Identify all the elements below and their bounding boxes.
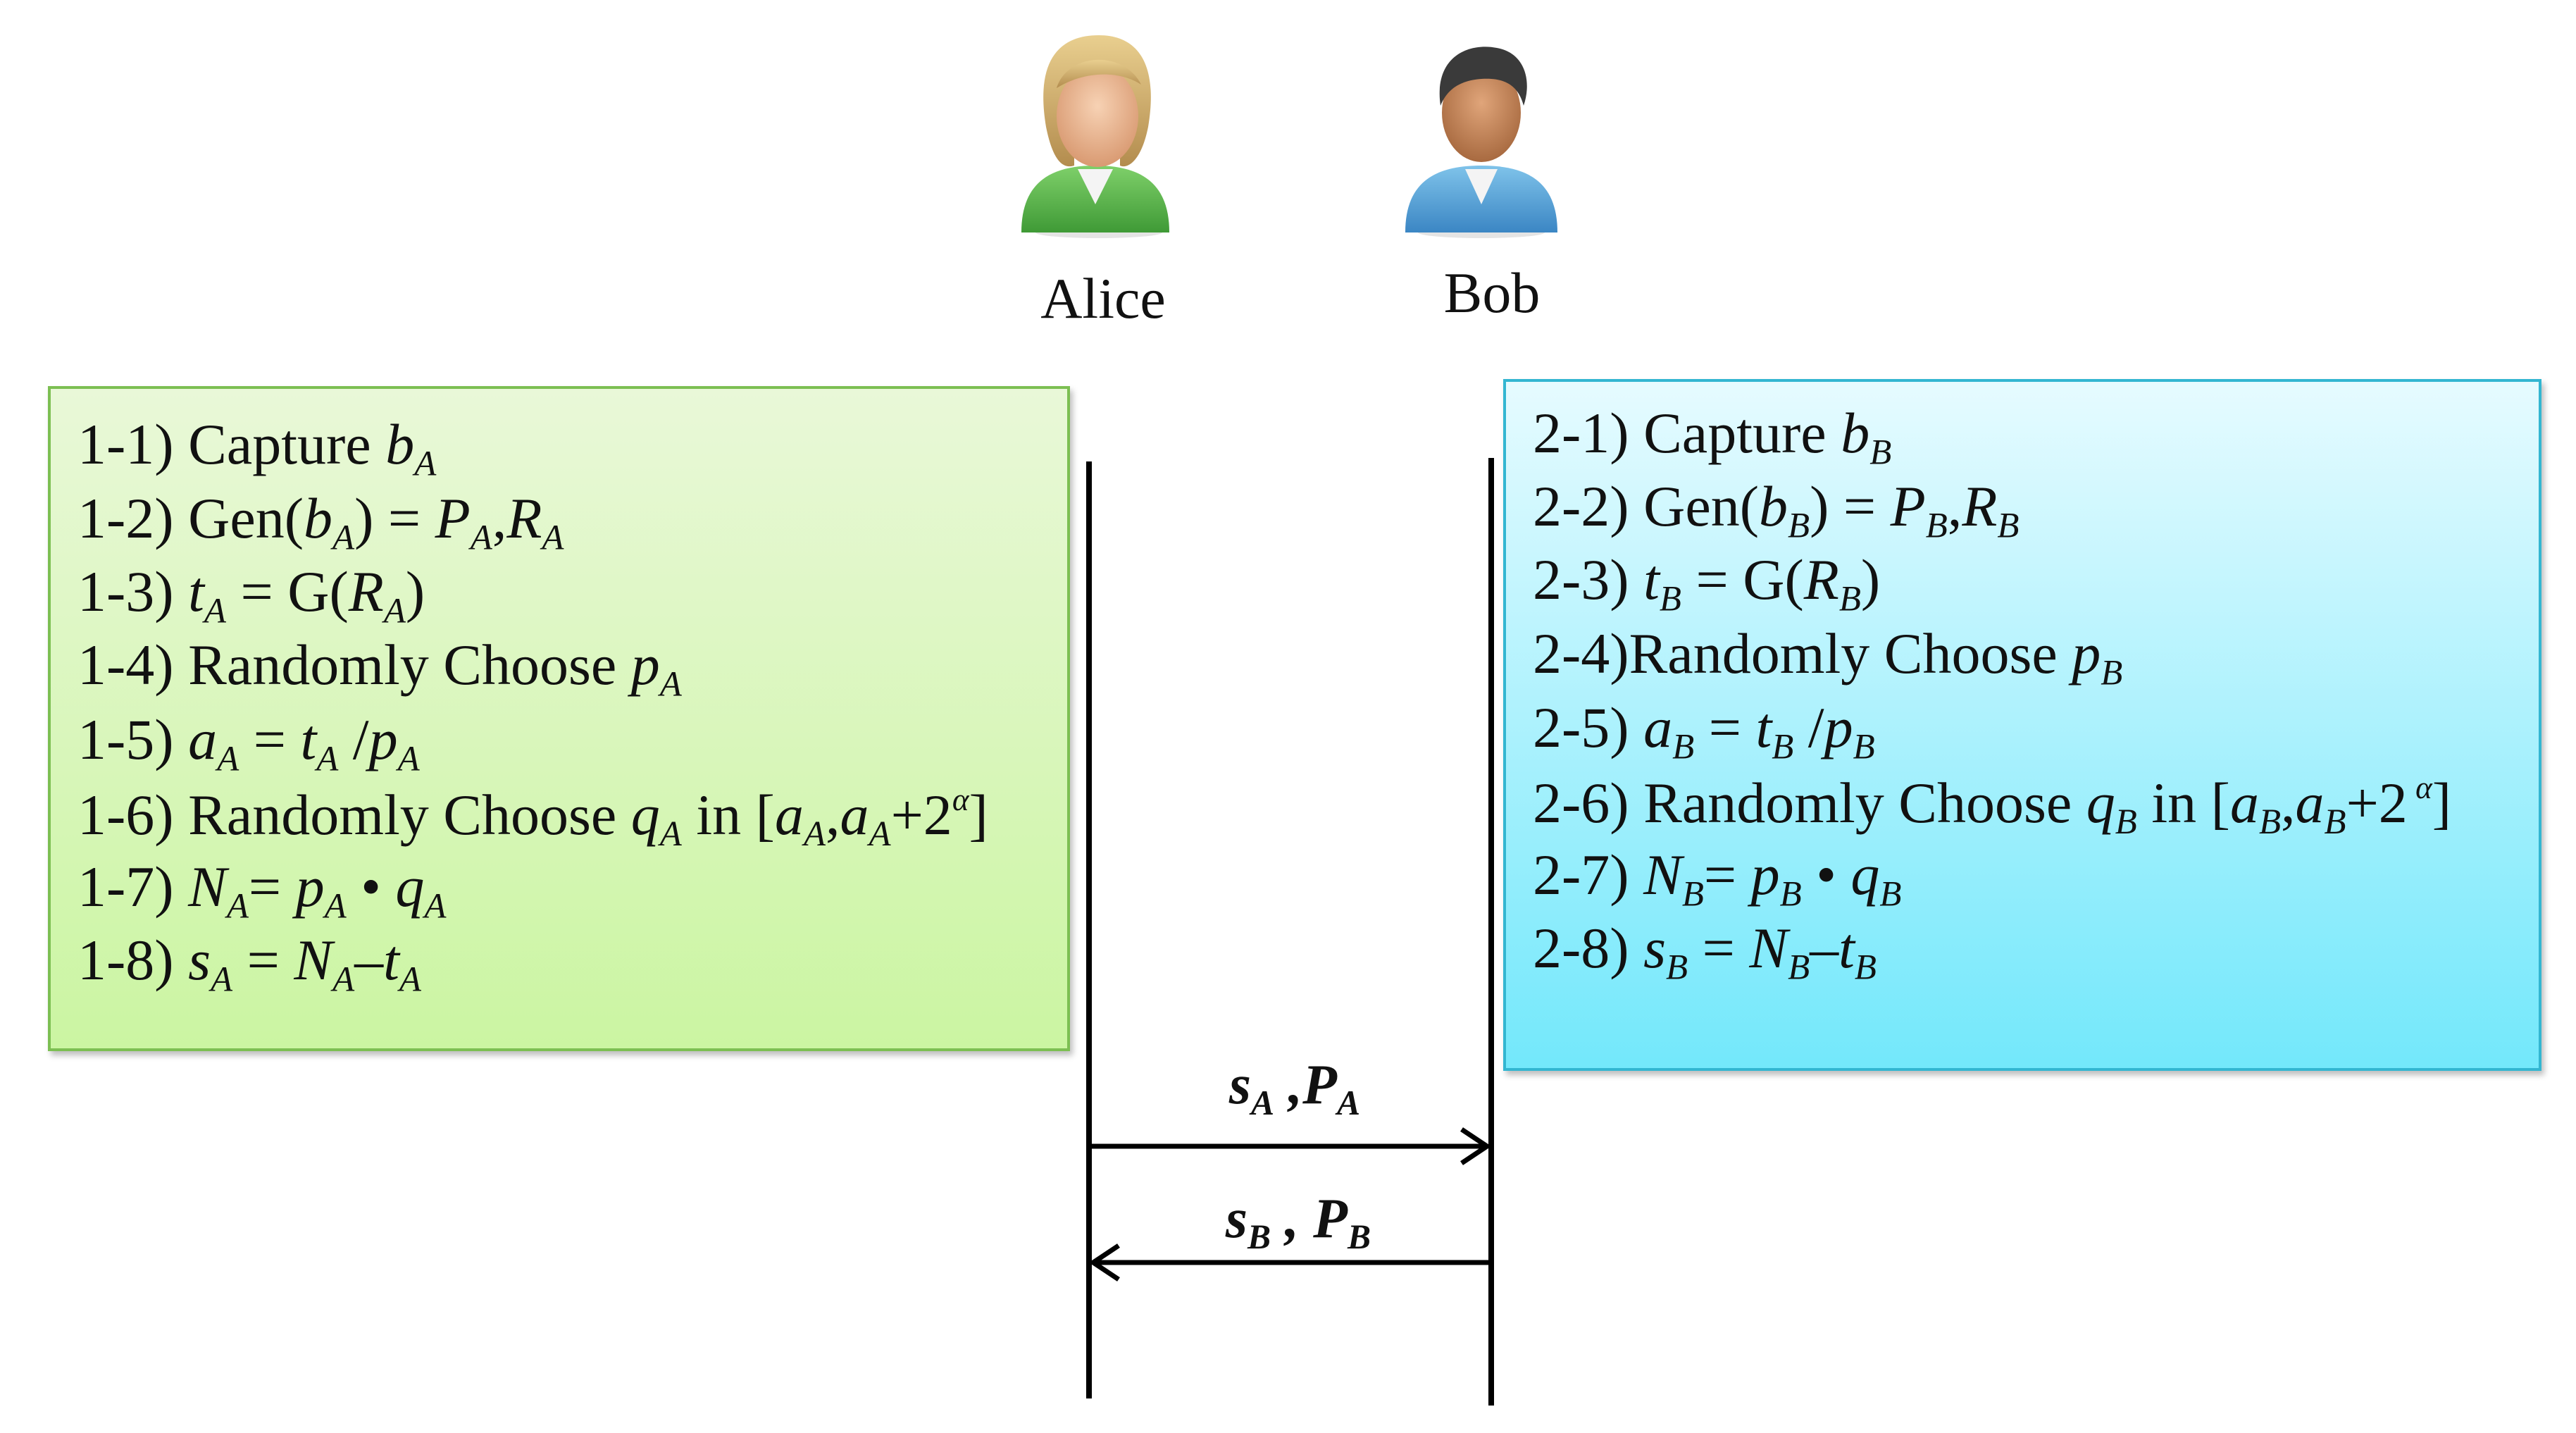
- message-to-bob-label: sA ,PA: [1228, 1054, 1361, 1122]
- arrow-to-bob: [1089, 1127, 1492, 1165]
- alice-step: 1-4) Randomly Choose pA: [77, 633, 682, 704]
- alice-steps-box: 1-1) Capture bA 1-2) Gen(bA) = PA,RA 1-3…: [48, 386, 1070, 1051]
- bob-step: 2-2) Gen(bB) = PB,RB: [1533, 474, 2020, 545]
- alice-step: 1-5) aA = tA /pA: [77, 707, 420, 778]
- message-to-alice-label: sB , PB: [1225, 1188, 1371, 1256]
- bob-step: 2-5) aB = tB /pB: [1533, 695, 1875, 767]
- bob-avatar-icon: [1391, 28, 1574, 240]
- bob-step: 2-1) Capture bB: [1533, 401, 1892, 472]
- bob-step: 2-7) NB= pB • qB: [1533, 843, 1902, 914]
- alice-label: Alice: [1040, 266, 1166, 330]
- arrow-to-alice: [1088, 1243, 1491, 1282]
- alice-avatar-icon: [1000, 21, 1190, 240]
- alice-step: 1-2) Gen(bA) = PA,RA: [77, 486, 564, 557]
- bob-step: 2-8) sB = NB–tB: [1533, 916, 1877, 987]
- bob-step: 2-4)Randomly Choose pB: [1533, 621, 2123, 693]
- bob-steps-box: 2-1) Capture bB 2-2) Gen(bB) = PB,RB 2-3…: [1503, 379, 2541, 1071]
- bob-step: 2-6) Randomly Choose qB in [aB,aB+2 α]: [1533, 770, 2452, 842]
- alice-step: 1-3) tA = G(RA): [77, 559, 425, 631]
- alice-step: 1-7) NA= pA • qA: [77, 855, 447, 926]
- bob-step: 2-3) tB = G(RB): [1533, 547, 1881, 619]
- bob-label: Bob: [1443, 261, 1541, 325]
- alice-step: 1-6) Randomly Choose qA in [aA,aA+2α]: [77, 782, 988, 854]
- alice-step: 1-8) sA = NA–tA: [77, 928, 421, 999]
- alice-step: 1-1) Capture bA: [77, 412, 437, 483]
